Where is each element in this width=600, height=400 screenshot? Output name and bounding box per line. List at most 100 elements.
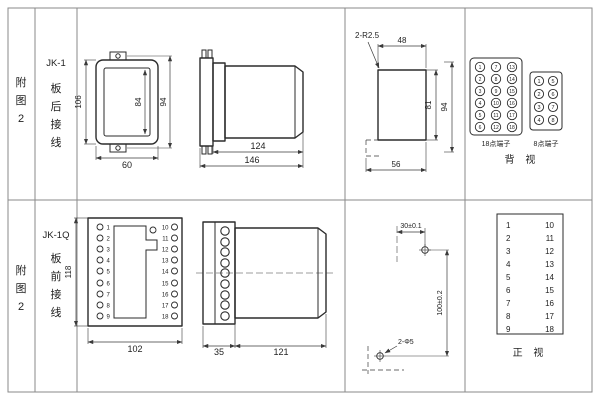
sheet-frame	[7, 7, 593, 393]
terminal-number: 14	[162, 269, 169, 275]
table-cell: 13	[545, 260, 554, 269]
terminal-number: 6	[551, 92, 554, 98]
socket-outline	[87, 217, 183, 327]
wiring-char-4: 线	[51, 135, 62, 149]
wiring-char-2: 后	[51, 100, 62, 113]
fig-char-2: 图	[16, 282, 27, 295]
table-cell: 18	[545, 325, 554, 334]
table-cell: 11	[546, 234, 555, 243]
terminal-block-8	[529, 71, 563, 131]
fig-char-1: 附	[16, 75, 27, 89]
dim-48: 48	[398, 36, 407, 45]
terminal-number: 3	[479, 89, 482, 95]
terminal-number: 2	[107, 236, 111, 242]
terminal-8-grid: 1 2 3 4 5 6 7 8	[533, 75, 559, 126]
top-mounting-tab	[109, 51, 127, 61]
table-cell: 14	[545, 273, 554, 282]
table-border	[496, 213, 564, 335]
table-cell: 6	[506, 286, 511, 295]
dim-100: 100±0.2	[437, 290, 444, 315]
dim-60: 60	[122, 160, 132, 170]
terminal-number: 5	[551, 79, 554, 85]
dim-106: 106	[74, 95, 83, 109]
bottom-mounting-hole	[115, 145, 121, 151]
table-cell: 15	[545, 286, 554, 295]
note-hole-diameter: 2-Φ5	[398, 339, 414, 346]
terminal-number: 8	[495, 77, 498, 83]
fig-char-1: 附	[16, 263, 27, 277]
dim-94: 94	[159, 97, 168, 106]
table-cell: 4	[506, 260, 511, 269]
terminal-number: 8	[107, 303, 111, 309]
bezel	[212, 62, 226, 142]
terminal-number: 3	[107, 247, 111, 253]
terminal-number: 10	[162, 225, 169, 231]
fig-char-3: 2	[18, 301, 24, 313]
r1-cutout-view: 2-R2.5 48 81 94 56	[355, 31, 455, 173]
top-stud-2	[207, 49, 213, 59]
terminal-number: 4	[479, 101, 482, 107]
dim-84: 84	[134, 97, 143, 106]
terminal-number: 15	[509, 89, 515, 95]
terminal-number: 10	[493, 101, 499, 107]
r2-front-view: 1 2 3 4 5 6 7 8 9 10 11 12 13 14 15 16 1…	[64, 217, 183, 354]
table-cell: 10	[545, 221, 554, 230]
dim-124: 124	[250, 141, 265, 151]
table-cell: 7	[506, 299, 511, 308]
left-terminal-column: 1 2 3 4 5 6 7 8 9	[96, 223, 111, 320]
table-cell: 17	[545, 312, 554, 321]
table-cell: 12	[545, 247, 554, 256]
keying-hole	[149, 226, 157, 234]
table-cell: 8	[506, 312, 511, 321]
r2-side-view: 35 121	[196, 221, 334, 357]
dim-35: 35	[214, 347, 224, 357]
terminal-number: 9	[107, 314, 111, 320]
flange	[199, 57, 214, 147]
relay-front-window	[103, 67, 151, 137]
terminal-number: 3	[537, 105, 540, 111]
dim-121: 121	[273, 347, 288, 357]
terminal-number: 16	[162, 292, 169, 298]
terminal-number: 7	[495, 65, 498, 71]
terminal-number: 4	[107, 258, 111, 264]
row1-title-column: 附 图 2 JK-1 板 后 接 线	[16, 58, 66, 149]
plug-pins	[220, 226, 230, 321]
table-cell: 3	[506, 247, 511, 256]
top-mounting-hole	[115, 53, 121, 59]
row2-title-column: 附 图 2 JK-1Q 板 前 接 线	[16, 230, 70, 319]
terminal-number: 18	[509, 125, 515, 131]
top-stud-1	[201, 49, 207, 59]
terminal-number: 13	[509, 65, 515, 71]
dim-81: 81	[424, 100, 433, 109]
terminal-number: 17	[509, 113, 515, 119]
cutout-outline	[377, 69, 427, 141]
terminal-number: 13	[162, 258, 169, 264]
wiring-char-2: 前	[51, 269, 62, 283]
terminal-number: 7	[107, 292, 111, 298]
terminal-number: 11	[493, 113, 498, 119]
terminal-number: 2	[479, 77, 482, 83]
fig-char-2: 图	[16, 94, 27, 107]
r2-drill-view: 30±0.1 100±0.2 2-Φ5	[362, 223, 450, 374]
terminal-number: 7	[551, 105, 554, 111]
terminal-number: 14	[509, 77, 515, 83]
module-outline	[113, 225, 158, 319]
model-label: JK-1	[46, 58, 66, 69]
label-18-point: 18点端子	[482, 139, 511, 148]
terminal-number: 5	[107, 269, 111, 275]
r1-terminal-views: 1 2 3 4 5 6 7 8 9 10 11 12 13 14 15 16 1…	[469, 57, 563, 166]
terminal-18-grid: 1 2 3 4 5 6 7 8 9 10 11 12 13 14 15 16 1…	[474, 61, 518, 133]
terminal-number: 12	[493, 125, 499, 131]
dim-56: 56	[392, 160, 401, 169]
terminal-number: 1	[107, 225, 111, 231]
dim-30: 30±0.1	[400, 223, 421, 230]
terminal-block-18	[469, 57, 523, 136]
terminal-number: 12	[162, 247, 169, 253]
terminal-number: 11	[162, 236, 169, 242]
terminal-number: 18	[162, 314, 169, 320]
wiring-char-4: 线	[51, 305, 62, 319]
table-cell: 9	[506, 325, 511, 334]
